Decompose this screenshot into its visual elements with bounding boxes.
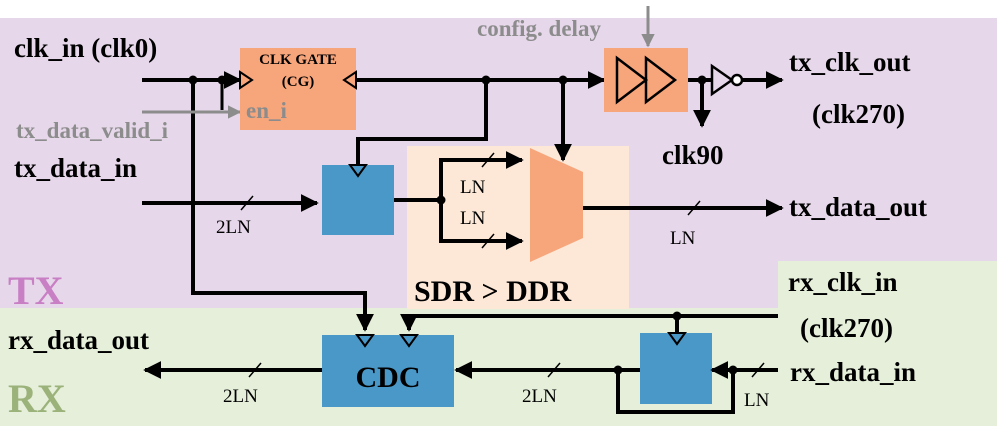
- clk-gate-block: [240, 48, 356, 130]
- clk-gate-label: CLK GATE: [259, 52, 337, 68]
- tx-data-in-label: tx_data_in: [14, 153, 137, 183]
- mux-region-label: SDR > DDR: [414, 275, 571, 308]
- rx-out-bus-slash: [248, 362, 262, 378]
- inverter-bubble-icon: [730, 73, 744, 87]
- clk-gate-clock-pin-icon: [239, 70, 254, 90]
- rx-region-left: [0, 308, 997, 426]
- delay-buffer-1-icon: [615, 55, 649, 105]
- cdc-clk270-pin-icon: [399, 334, 419, 348]
- config-delay-label: config. delay: [477, 16, 601, 41]
- cdc-block: [322, 335, 454, 407]
- rx-region-right: [778, 261, 997, 311]
- mux-lower-wire: [439, 200, 524, 250]
- rx-bypass-wire: [616, 370, 735, 414]
- mux-upper-bus-width: LN: [460, 177, 486, 198]
- cdc-label: CDC: [356, 361, 421, 394]
- mux-lower-bus-slash: [481, 233, 495, 249]
- rx-cdc-in-bus-width: 2LN: [522, 386, 557, 407]
- inverter-icon: [710, 63, 735, 97]
- rx-ff-clock-pin-icon: [667, 332, 687, 346]
- rx-out-bus-width: 2LN: [223, 386, 258, 407]
- rx-in-bus-slash: [751, 362, 765, 378]
- rx-clk-in-sublabel: (clk270): [800, 313, 893, 343]
- en-i-label: en_i: [246, 98, 288, 123]
- mux-lower-bus-width: LN: [460, 208, 486, 229]
- rx-data-in-label: rx_data_in: [790, 357, 916, 387]
- tx-data-out-label: tx_data_out: [789, 192, 927, 222]
- rx-in-bus-width: LN: [744, 390, 770, 411]
- mux-upper-bus-slash: [481, 152, 495, 168]
- tx-out-bus-width: LN: [670, 228, 696, 249]
- clk90-label: clk90: [662, 140, 724, 170]
- gated-clk-to-ff-wire: [356, 80, 488, 165]
- tx-in-bus-slash: [240, 195, 254, 211]
- tx-data-valid-label: tx_data_valid_i: [16, 118, 169, 143]
- rx-clk-in-label: rx_clk_in: [788, 267, 898, 297]
- clk-in-label: clk_in (clk0): [14, 33, 157, 63]
- rx-clk-in-wire: [400, 313, 778, 332]
- sdr-ddr-mux-block: [530, 148, 583, 262]
- cdc-clk0-pin-icon: [355, 334, 375, 348]
- tx-region-label: TX: [8, 268, 64, 313]
- tx-clk-out-sublabel: (clk270): [812, 99, 905, 129]
- clk0-to-cdc-wire: [191, 80, 374, 332]
- mux-region: [407, 146, 629, 309]
- clk-gate-sublabel: (CG): [282, 74, 315, 90]
- rx-cdc-in-bus-slash: [547, 362, 561, 378]
- tx-ff-clock-pin-icon: [348, 164, 368, 178]
- tx-out-bus-slash: [687, 200, 701, 216]
- tx-in-bus-width: 2LN: [216, 217, 251, 238]
- rx-data-out-label: rx_data_out: [8, 325, 149, 355]
- mux-upper-wire: [439, 151, 524, 200]
- rx-flip-flop-block: [640, 333, 712, 404]
- tx-clk-out-label: tx_clk_out: [789, 47, 911, 77]
- rx-region-label: RX: [8, 376, 66, 421]
- delay-buffer-2-icon: [644, 55, 678, 105]
